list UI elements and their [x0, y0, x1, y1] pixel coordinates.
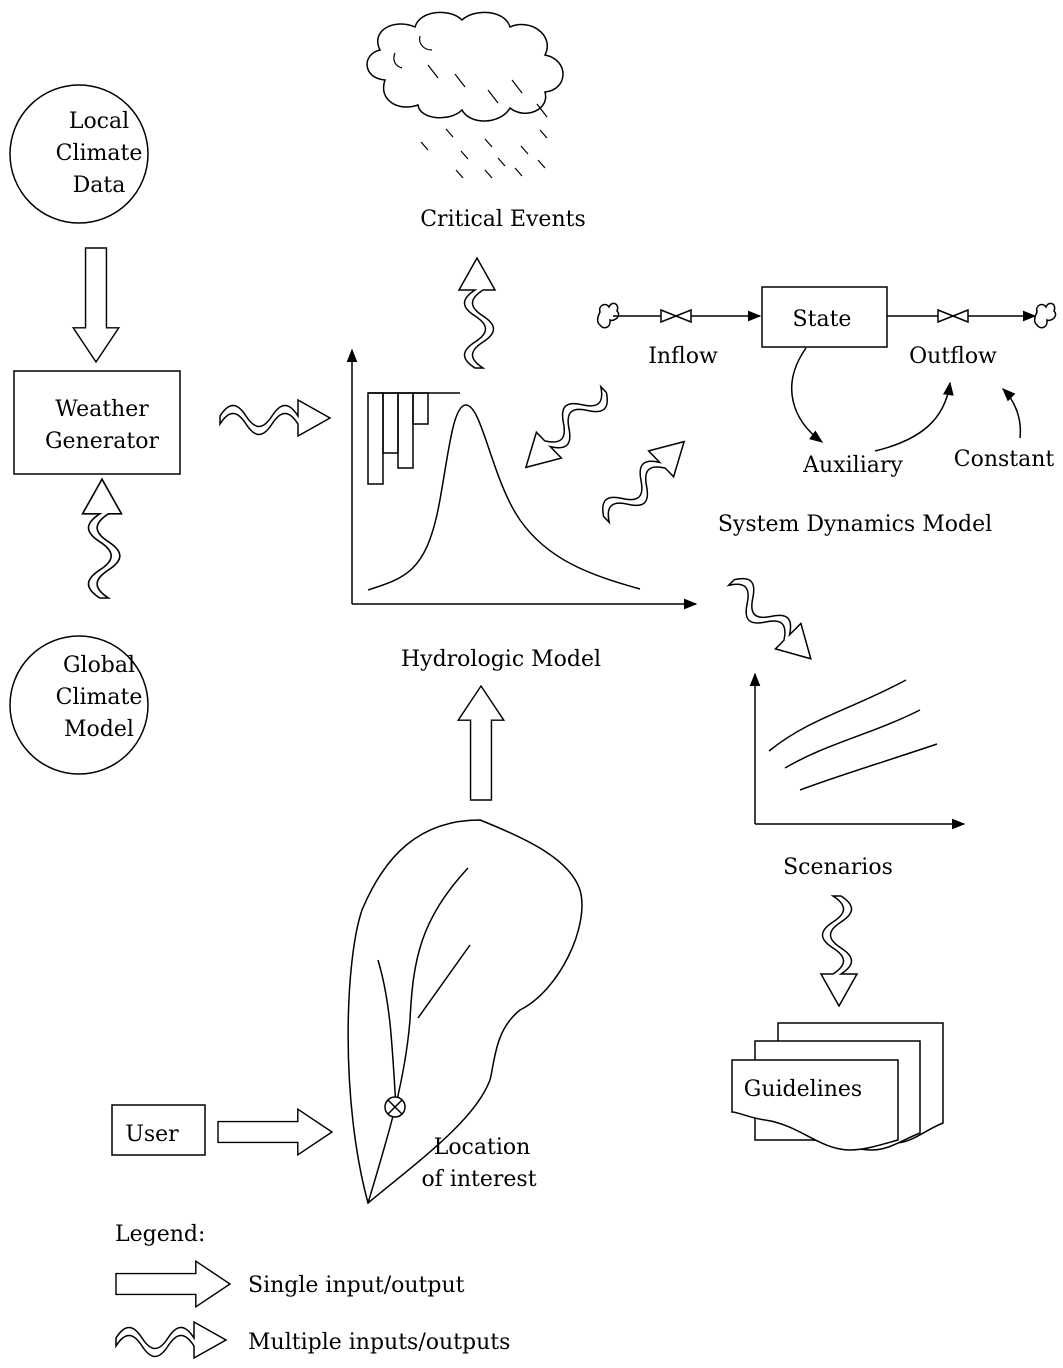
inflow-valve-icon	[660, 308, 692, 324]
global-climate-model-node: Global Climate Model	[9, 635, 149, 775]
auxiliary-label: Auxiliary	[802, 453, 903, 478]
critical-events-node: Critical Events	[366, 11, 586, 232]
legend-single-label: Single input/output	[248, 1273, 465, 1298]
constant-label: Constant	[954, 447, 1055, 472]
wavy-arrow-icon	[719, 567, 825, 673]
single-arrow-icon	[115, 1260, 231, 1308]
hydrologic-model-label: Hydrologic Model	[401, 647, 601, 672]
inflow-label: Inflow	[648, 344, 718, 369]
system-dynamics-model: Inflow State Outflow Auxiliary Constant …	[596, 286, 1057, 537]
catchment-node: Location of interest	[347, 819, 583, 1205]
guidelines-node: Guidelines	[731, 1022, 944, 1151]
wavy-arrow-icon	[81, 478, 123, 599]
single-arrow-icon	[457, 685, 505, 801]
location-line-1: Location	[434, 1135, 531, 1160]
wavy-arrow-icon	[115, 1321, 227, 1359]
legend-multiple-label: Multiple inputs/outputs	[248, 1330, 510, 1355]
global-climate-line-1: Global	[63, 653, 135, 678]
wavy-arrow-icon	[512, 377, 619, 482]
scenarios-label: Scenarios	[783, 855, 893, 880]
local-climate-data-node: Local Climate Data	[9, 84, 149, 224]
wavy-arrow-icon	[591, 427, 698, 532]
weather-generator-line-2: Generator	[45, 429, 160, 454]
single-arrow-icon	[217, 1108, 333, 1156]
critical-events-label: Critical Events	[420, 207, 586, 232]
user-node: User	[111, 1104, 206, 1156]
outflow-label: Outflow	[909, 344, 997, 369]
cloud-icon	[366, 11, 564, 122]
sink-cloud-icon	[1033, 302, 1057, 329]
local-climate-line-3: Data	[73, 173, 126, 198]
global-climate-line-2: Climate	[56, 685, 143, 710]
outflow-valve-icon	[937, 308, 969, 324]
system-dynamics-label: System Dynamics Model	[718, 512, 992, 537]
local-climate-line-2: Climate	[56, 141, 143, 166]
location-line-2: of interest	[421, 1167, 536, 1192]
wavy-arrow-icon	[820, 895, 858, 1007]
single-arrow-icon	[72, 247, 120, 363]
wavy-arrow-icon	[219, 399, 331, 437]
weather-generator-line-1: Weather	[55, 397, 149, 422]
user-label: User	[125, 1122, 179, 1147]
hydrologic-model-node: Hydrologic Model	[346, 348, 698, 672]
rain-icon	[420, 64, 548, 179]
global-climate-line-3: Model	[64, 717, 134, 742]
guidelines-label: Guidelines	[744, 1077, 862, 1102]
wavy-arrow-icon	[458, 257, 496, 369]
source-cloud-icon	[596, 302, 620, 329]
state-label: State	[793, 307, 852, 332]
weather-generator-node: Weather Generator	[13, 370, 181, 475]
local-climate-line-1: Local	[69, 109, 129, 134]
legend: Legend: Single input/output Multiple inp…	[115, 1222, 510, 1359]
legend-title: Legend:	[115, 1222, 205, 1247]
scenarios-node: Scenarios	[749, 672, 966, 880]
document-icon	[731, 1059, 899, 1151]
